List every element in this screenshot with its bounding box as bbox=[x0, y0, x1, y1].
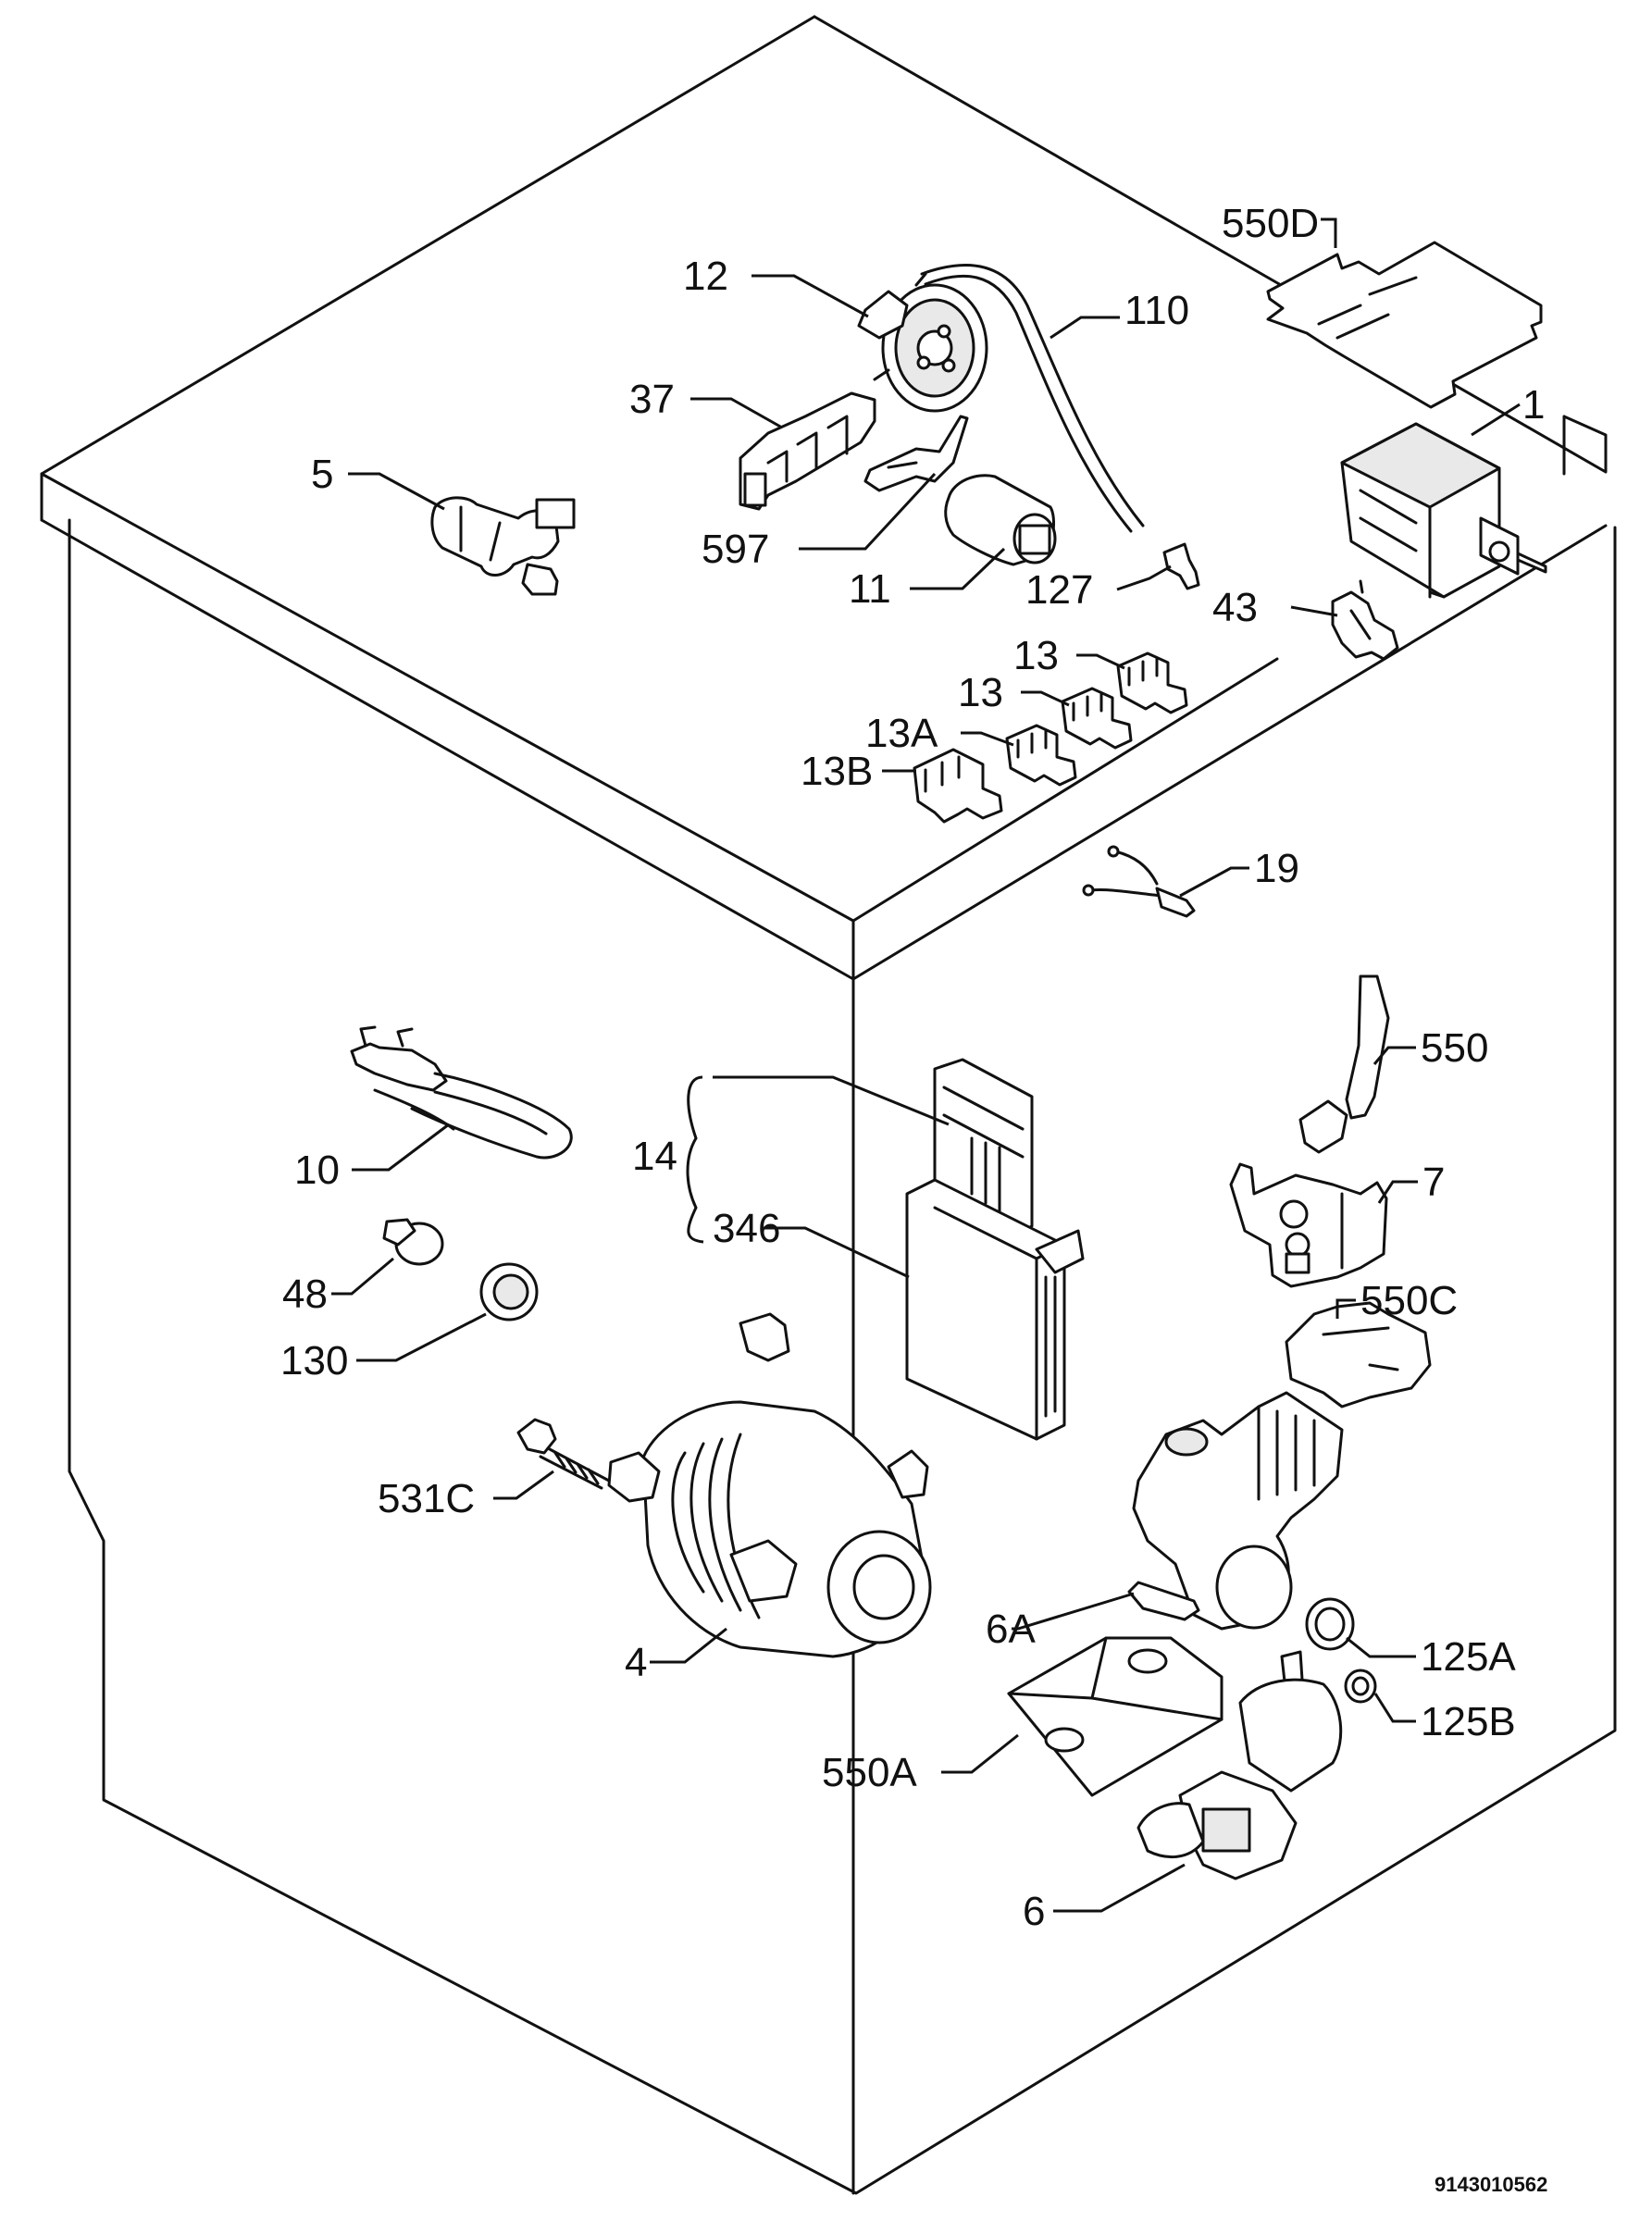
part-125b-seal bbox=[1344, 1669, 1377, 1704]
callout-labels: 550D 12 110 37 1 5 597 11 127 43 13 13 1… bbox=[280, 201, 1547, 2196]
part-37-terminal-block bbox=[739, 391, 876, 511]
callout-12: 12 bbox=[683, 254, 728, 299]
callout-43: 43 bbox=[1212, 585, 1258, 630]
part-6-drain-pump bbox=[1137, 1650, 1343, 1880]
part-48-fuse bbox=[382, 1218, 444, 1266]
part-12-pressure-switch bbox=[857, 272, 988, 413]
callout-10: 10 bbox=[294, 1148, 340, 1193]
part-5-inlet-valve bbox=[430, 496, 576, 596]
part-130-cap bbox=[479, 1262, 539, 1321]
part-13a-connector bbox=[1005, 724, 1077, 787]
part-550b-pump-housing bbox=[1132, 1391, 1344, 1631]
part-597-bracket bbox=[863, 415, 969, 492]
callout-6: 6 bbox=[1023, 1889, 1045, 1934]
part-10-heating-element bbox=[350, 1025, 573, 1160]
callout-550a: 550A bbox=[822, 1750, 917, 1795]
part-13b-connector bbox=[913, 748, 1003, 824]
callout-550: 550 bbox=[1421, 1025, 1488, 1071]
part-125a-seal bbox=[1305, 1597, 1355, 1651]
part-550-door-lock-lever bbox=[1298, 974, 1390, 1154]
callout-125b: 125B bbox=[1421, 1699, 1516, 1744]
callout-13b: 13B bbox=[801, 749, 873, 794]
callout-11: 11 bbox=[849, 566, 891, 612]
part-13-connector-second bbox=[1061, 687, 1133, 750]
callout-14: 14 bbox=[632, 1134, 677, 1179]
part-43-switch bbox=[1331, 579, 1399, 661]
part-13-connector-top bbox=[1116, 651, 1188, 714]
callout-130: 130 bbox=[280, 1338, 348, 1383]
callout-6a: 6A bbox=[986, 1607, 1036, 1652]
part-550d-cover-plate bbox=[1266, 241, 1543, 409]
callout-346: 346 bbox=[713, 1206, 780, 1251]
callout-13-top: 13 bbox=[1013, 633, 1059, 678]
drawing-number: 9143010562 bbox=[1435, 2173, 1547, 2196]
callout-125a: 125A bbox=[1421, 1634, 1516, 1680]
callout-37: 37 bbox=[629, 377, 675, 422]
callout-4: 4 bbox=[625, 1640, 647, 1685]
callout-550d: 550D bbox=[1222, 201, 1319, 246]
callout-5: 5 bbox=[311, 452, 333, 497]
leader-lines bbox=[331, 217, 1521, 1913]
callout-597: 597 bbox=[702, 527, 769, 572]
part-127-temperature-sensor bbox=[1162, 542, 1200, 590]
callout-19: 19 bbox=[1254, 846, 1299, 891]
part-346-dispenser-housing bbox=[905, 1178, 1085, 1441]
part-7-door-interlock bbox=[1229, 1162, 1388, 1288]
part-4-motor bbox=[607, 1312, 932, 1658]
part-19-ntc-sensor bbox=[1082, 845, 1196, 918]
part-11-capacitor bbox=[944, 474, 1057, 566]
callout-13a: 13A bbox=[865, 711, 938, 756]
part-531c-screw bbox=[516, 1418, 611, 1490]
callout-550c: 550C bbox=[1360, 1278, 1458, 1323]
callout-1: 1 bbox=[1522, 382, 1545, 428]
part-1-programme-timer bbox=[1340, 422, 1547, 599]
callout-48: 48 bbox=[282, 1272, 328, 1317]
part-110-hose bbox=[920, 264, 1145, 533]
callout-13-second: 13 bbox=[958, 670, 1003, 715]
callout-531c: 531C bbox=[378, 1476, 475, 1521]
callout-7: 7 bbox=[1422, 1160, 1445, 1205]
callout-110: 110 bbox=[1124, 288, 1189, 333]
callout-127: 127 bbox=[1025, 567, 1093, 613]
part-6a-cover bbox=[1007, 1581, 1223, 1797]
